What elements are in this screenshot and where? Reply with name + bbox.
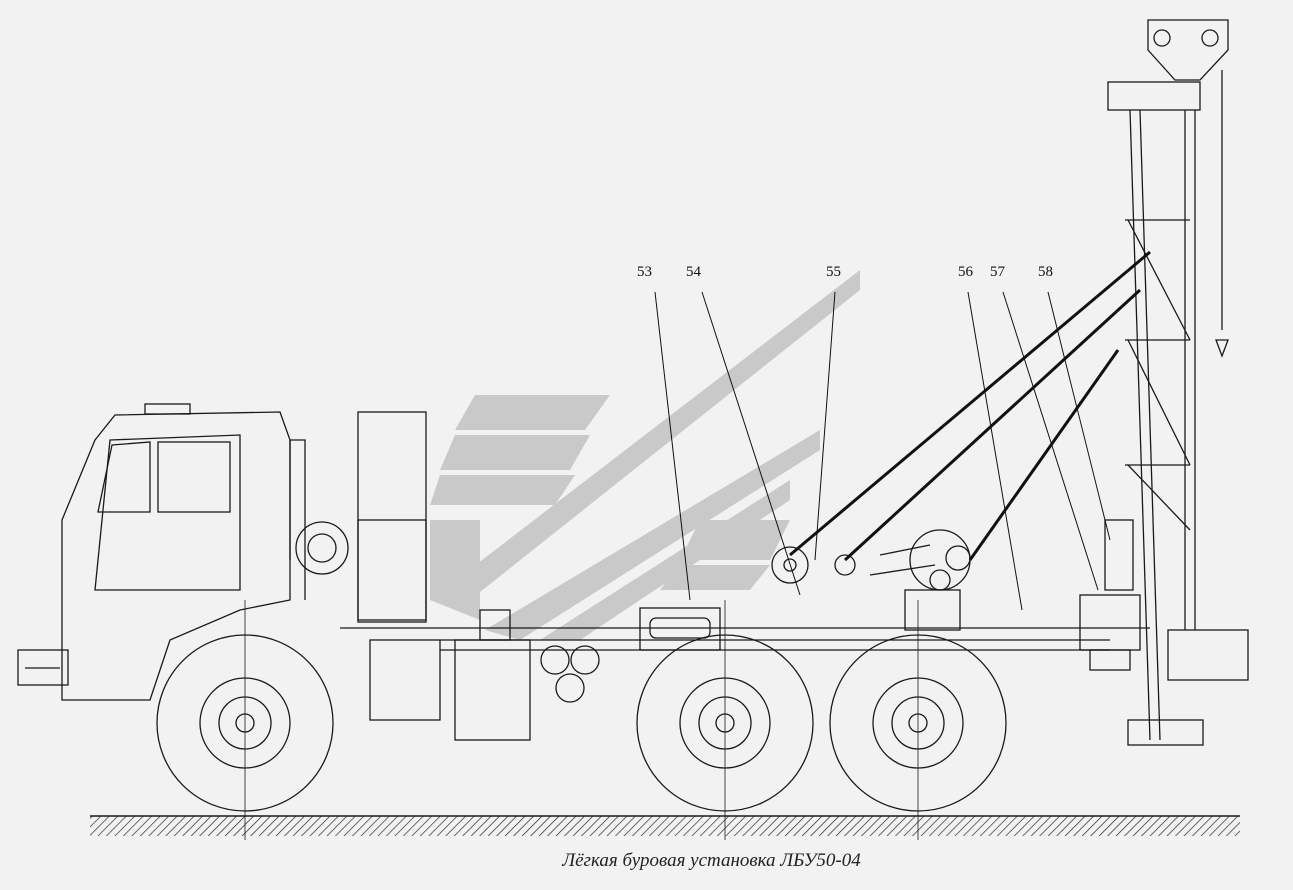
watermark-logo — [430, 270, 860, 640]
mast-cables — [789, 250, 1151, 562]
callout-56: 56 — [958, 264, 974, 280]
callout-labels: 53 54 55 56 57 58 — [637, 264, 1053, 280]
callout-53: 53 — [637, 264, 652, 280]
callout-57: 57 — [990, 264, 1006, 280]
callout-58: 58 — [1038, 264, 1053, 280]
chassis-frame — [340, 594, 1150, 741]
figure-caption: Лёгкая буровая установка ЛБУ50-04 — [562, 850, 861, 871]
drill-mast — [1104, 19, 1249, 746]
engine-block — [295, 411, 427, 623]
callout-55: 55 — [826, 264, 841, 280]
ground-hatch — [90, 816, 1240, 836]
callout-leaders — [654, 291, 1111, 611]
truck-cab — [17, 403, 306, 701]
callout-54: 54 — [686, 264, 702, 280]
